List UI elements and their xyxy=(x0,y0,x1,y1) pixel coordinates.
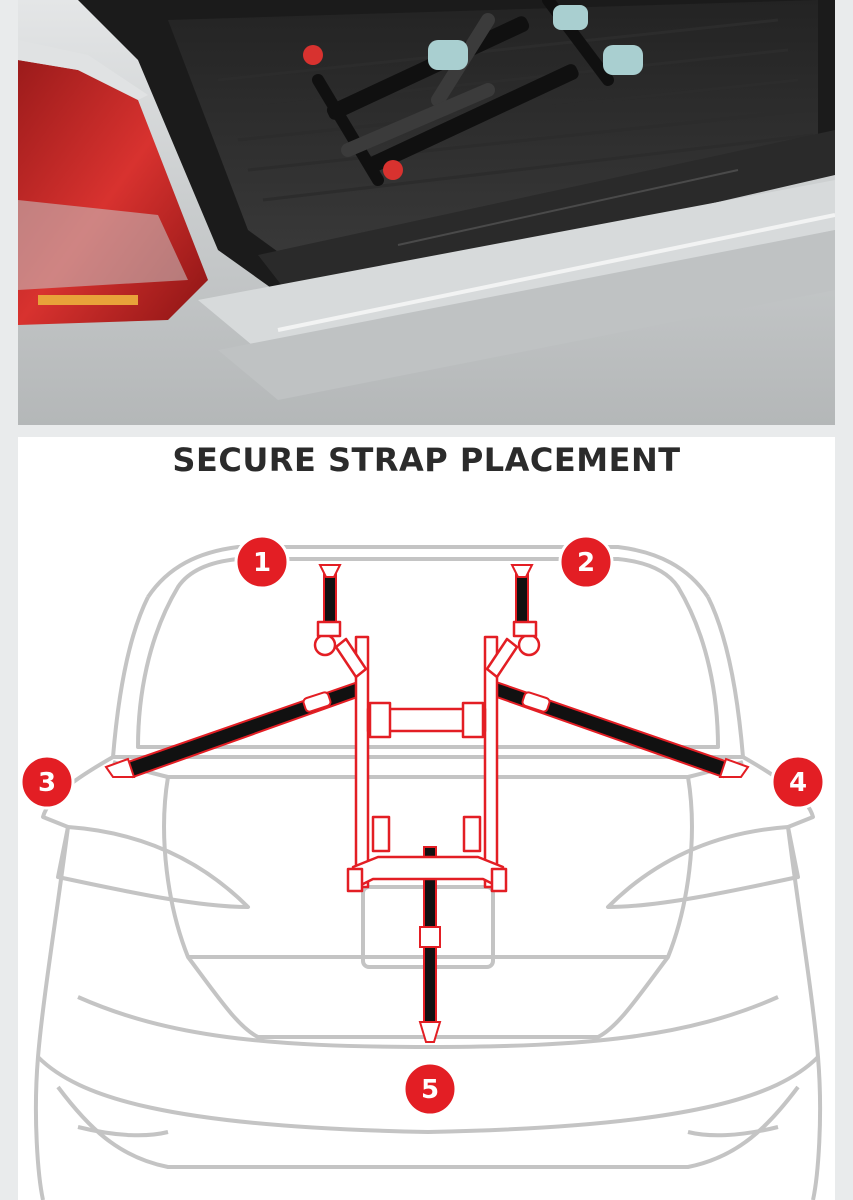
trunk-photo-illustration xyxy=(18,0,835,425)
strap-2 xyxy=(510,564,534,623)
strap-3 xyxy=(104,680,365,779)
svg-text:3: 3 xyxy=(38,768,56,798)
badge-4: 4 xyxy=(770,754,826,810)
svg-text:4: 4 xyxy=(789,768,807,798)
badge-5: 5 xyxy=(402,1061,458,1117)
strap-4 xyxy=(489,680,750,779)
strap-placement-diagram: SECURE STRAP PLACEMENT xyxy=(18,437,835,1200)
badge-1: 1 xyxy=(234,534,290,590)
strap-number-badges: 1 2 3 4 5 xyxy=(19,534,826,1117)
straps xyxy=(104,564,750,1043)
svg-text:2: 2 xyxy=(577,548,595,578)
bike-rack-frame xyxy=(313,620,541,893)
svg-text:5: 5 xyxy=(421,1075,439,1105)
badge-3: 3 xyxy=(19,754,75,810)
strap-5 xyxy=(418,846,442,1043)
bike-rack xyxy=(303,0,643,186)
strap-1 xyxy=(318,564,342,623)
trunk-photo xyxy=(18,0,835,425)
car-rear-diagram: 1 2 3 4 5 xyxy=(19,534,826,1200)
svg-text:1: 1 xyxy=(253,548,271,578)
badge-2: 2 xyxy=(558,534,614,590)
diagram-title: SECURE STRAP PLACEMENT xyxy=(172,441,681,479)
